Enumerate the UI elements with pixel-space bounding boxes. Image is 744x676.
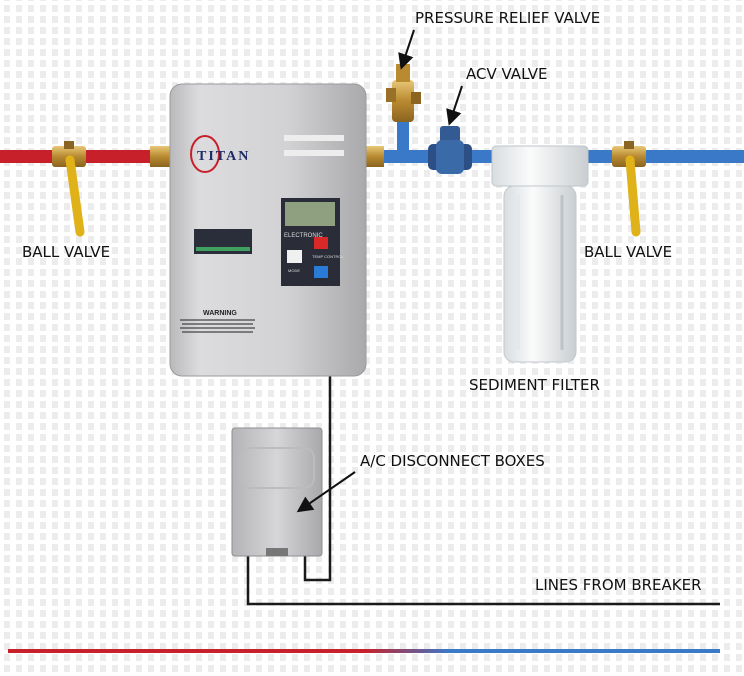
arrow-acv-valve	[446, 85, 463, 126]
bottom-gradient-line	[8, 649, 720, 653]
heater-warning-fine-print	[180, 319, 255, 333]
label-ball-valve-right: BALL VALVE	[584, 243, 673, 261]
sediment-filter	[491, 145, 589, 363]
label-sediment-filter: SEDIMENT FILTER	[469, 376, 600, 394]
ball-valve-left	[52, 141, 86, 237]
arrow-pressure-relief	[398, 29, 415, 70]
ac-disconnect-box	[231, 427, 323, 557]
heater-brand-logo: TITAN	[197, 149, 250, 164]
label-disconnect-boxes: A/C DISCONNECT BOXES	[360, 452, 545, 470]
label-ball-valve-left: BALL VALVE	[22, 243, 111, 261]
brass-fitting-left	[150, 146, 172, 167]
heater-temp-label: TEMP CONTROL	[312, 254, 344, 259]
tankless-water-heater	[169, 83, 367, 377]
arrow-disconnect-box	[296, 471, 356, 513]
ball-valve-right	[612, 141, 646, 237]
label-acv-valve: ACV VALVE	[466, 65, 548, 83]
heater-mode-label: MODE	[288, 268, 300, 273]
heater-warning-title: WARNING	[203, 310, 237, 317]
acv-valve	[428, 126, 472, 174]
label-lines-from-breaker: LINES FROM BREAKER	[535, 576, 702, 594]
pressure-relief-valve	[386, 64, 421, 122]
heater-panel-label: ELECTRONIC	[284, 233, 323, 239]
electrical-wires	[246, 372, 720, 606]
label-pressure-relief-valve: PRESSURE RELIEF VALVE	[415, 9, 601, 27]
brass-fitting-right	[364, 146, 384, 167]
relief-valve-riser-pipe	[397, 120, 409, 155]
